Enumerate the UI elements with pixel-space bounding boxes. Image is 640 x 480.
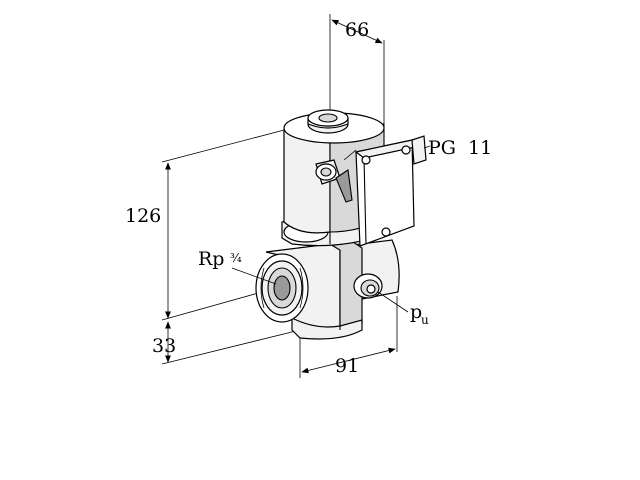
pressure-label-sub: u — [421, 313, 429, 327]
screw-icon — [401, 145, 411, 155]
cable-gland — [315, 149, 357, 203]
pressure-label-main: p — [410, 301, 422, 323]
dimension-33: 33 — [152, 321, 301, 365]
dimension-126-label: 126 — [125, 205, 161, 227]
thread-label-prefix: Rp — [198, 248, 224, 270]
thread-label: Rp ¾ — [198, 248, 277, 285]
pressure-test-point — [353, 273, 409, 313]
pressure-label: p u — [410, 301, 429, 327]
screw-icon — [381, 227, 391, 237]
connector-label: PG 11 — [428, 137, 492, 159]
dimension-66-label: 66 — [345, 19, 369, 41]
connector-label-text: PG 11 — [428, 137, 492, 159]
dimension-126: 126 — [125, 128, 289, 321]
screw-icon — [361, 155, 371, 165]
thread-label-size: ¾ — [230, 251, 242, 265]
dimension-91-label: 91 — [335, 355, 359, 377]
dimension-91: 91 — [299, 296, 398, 378]
inlet-port — [255, 253, 309, 323]
dimension-33-label: 33 — [152, 335, 176, 357]
dimension-66: 66 — [329, 14, 385, 135]
connector-box — [354, 135, 431, 247]
